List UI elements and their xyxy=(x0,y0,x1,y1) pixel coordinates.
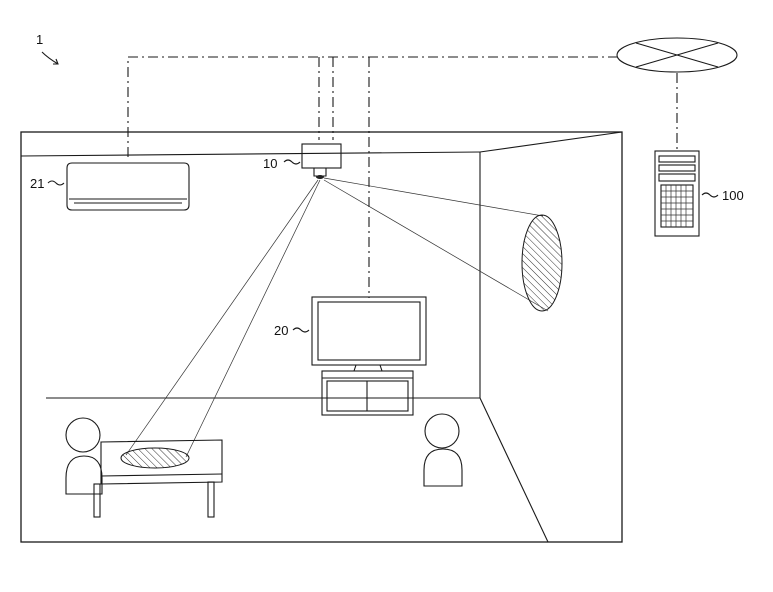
network-icon xyxy=(617,38,737,72)
tv-label: 20 xyxy=(274,323,288,338)
server-leader xyxy=(702,193,718,197)
room xyxy=(21,132,622,542)
system-label: 1 xyxy=(36,32,43,47)
wall-sensing-area xyxy=(522,215,562,311)
aircon-label: 21 xyxy=(30,176,44,191)
network-connections xyxy=(128,57,677,298)
sensor-leader xyxy=(284,160,300,164)
person-right xyxy=(424,414,462,486)
tv-leader xyxy=(293,328,309,332)
sensor-device xyxy=(302,144,341,179)
aircon-leader xyxy=(48,181,64,185)
air-conditioner xyxy=(67,163,189,210)
system-arrow xyxy=(42,52,58,64)
person-left xyxy=(66,418,102,494)
sensor-label: 10 xyxy=(263,156,277,171)
server-icon xyxy=(655,151,699,236)
television xyxy=(312,297,426,415)
server-label: 100 xyxy=(722,188,744,203)
table-sensing-area xyxy=(121,448,189,468)
